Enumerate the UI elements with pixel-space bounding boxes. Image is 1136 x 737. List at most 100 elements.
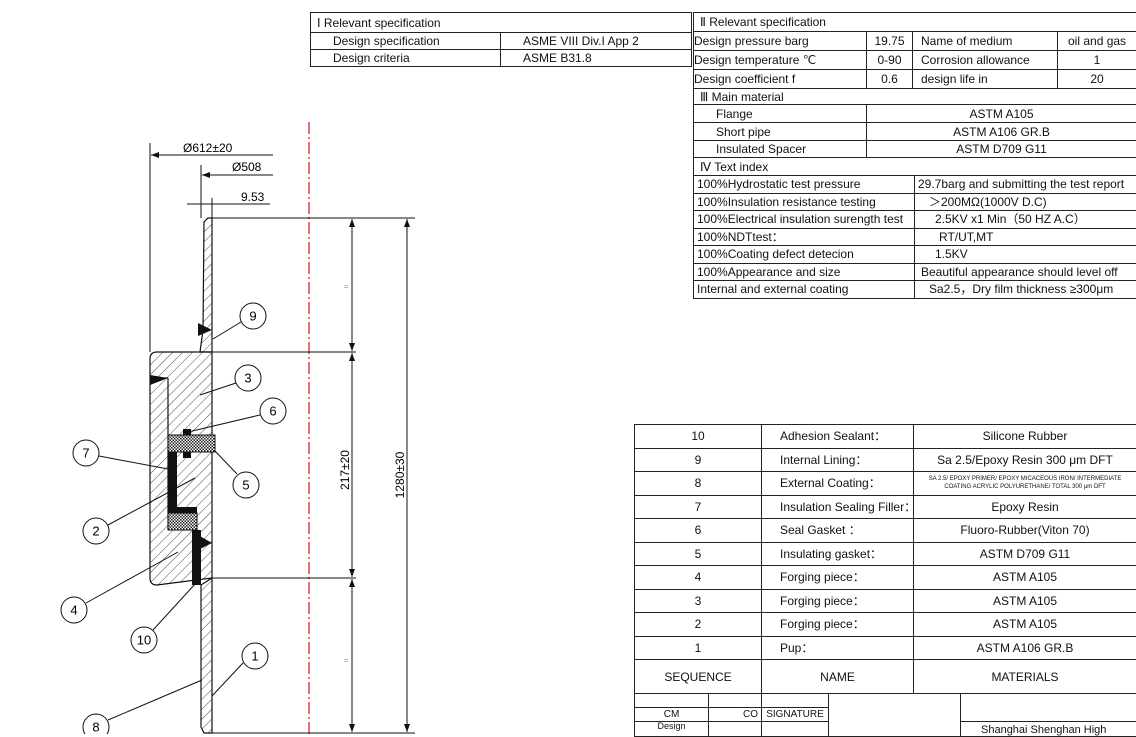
blank-cell <box>635 694 709 708</box>
signature-label: SIGNATURE <box>762 708 829 722</box>
cell: oil and gas <box>1058 32 1136 51</box>
cell: 100%Hydrostatic test pressure <box>694 176 915 194</box>
seal-gasket <box>183 452 191 458</box>
bom-material: ASTM A105 <box>914 589 1136 613</box>
balloon: 5 <box>233 472 259 498</box>
dim-outer-diameter: Ø612±20 <box>183 141 233 155</box>
insulating-gasket-lower <box>168 513 197 530</box>
pipe-lower <box>201 578 212 733</box>
cell: Design coefficient f <box>694 70 867 89</box>
balloon: 2 <box>83 518 109 544</box>
bom-sequence: 10 <box>635 425 762 449</box>
cell: Beautiful appearance should level off <box>915 263 1136 281</box>
cell: 100%NDTtest： <box>694 228 915 246</box>
relevant-specification-2-table: Ⅱ Relevant specification Design pressure… <box>693 12 1136 89</box>
cell: Sa2.5，Dry film thickness ≥300μm <box>915 281 1136 299</box>
cell: 100%Coating defect detecion <box>694 246 915 264</box>
cell: ASTM D709 G11 <box>867 141 1136 158</box>
cell: ＞200MΩ(1000V D.C) <box>915 193 1136 211</box>
text-index-table: Ⅳ Text index 100%Hydrostatic test pressu… <box>693 157 1136 299</box>
balloon: 3 <box>235 365 261 391</box>
balloon-number: 6 <box>269 404 276 419</box>
cell: 1.5KV <box>915 246 1136 264</box>
cell: Corrosion allowance <box>913 51 1058 70</box>
cm-label: CM <box>635 708 709 722</box>
blank-cell <box>709 722 762 737</box>
cell: ASTM A106 GR.B <box>867 123 1136 141</box>
bom-name: Pup： <box>762 636 914 660</box>
bom-material: Fluoro-Rubber(Viton 70) <box>914 519 1136 543</box>
bom-name: Forging piece： <box>762 566 914 590</box>
cell: Name of medium <box>913 32 1058 51</box>
bom-material: SA 2.5/ EPOXY PRIMER/ EPOXY MICACEOUS IR… <box>914 472 1136 496</box>
table-title: Ⅱ Relevant specification <box>694 13 1136 32</box>
bom-name: Forging piece： <box>762 613 914 637</box>
company-name: Shanghai Shenghan High <box>961 722 1136 737</box>
balloon-number: 4 <box>70 603 77 618</box>
bom-name: Seal Gasket ： <box>762 519 914 543</box>
balloon-number: 5 <box>242 478 249 493</box>
balloon-number: 10 <box>137 633 151 648</box>
table-title: Ⅲ Main material <box>694 89 1136 105</box>
bom-sequence: 2 <box>635 613 762 637</box>
blank-cell <box>762 694 829 708</box>
bom-sequence: 4 <box>635 566 762 590</box>
bom-material: Epoxy Resin <box>914 495 1136 519</box>
balloon: 6 <box>260 398 286 424</box>
header-sequence: SEQUENCE <box>635 660 762 694</box>
balloon: 10 <box>131 627 157 653</box>
cell: RT/UT,MT <box>915 228 1136 246</box>
flange-section-drawing: 217±20 1280±30 = = Ø612±20 Ø508 9.53 936… <box>0 0 630 734</box>
bom-material: ASTM A105 <box>914 613 1136 637</box>
balloon-number: 9 <box>249 309 256 324</box>
cell: 100%Insulation resistance testing <box>694 193 915 211</box>
bom-sequence: 3 <box>635 589 762 613</box>
bom-sequence: 5 <box>635 542 762 566</box>
balloon-number: 2 <box>92 524 99 539</box>
cell: 19.75 <box>867 32 913 51</box>
cell: 20 <box>1058 70 1136 89</box>
cell: ASTM A105 <box>867 105 1136 123</box>
cell: Internal and external coating <box>694 281 915 299</box>
equal-mark: = <box>344 282 349 291</box>
cell: design life in <box>913 70 1058 89</box>
bom-name: Insulating gasket： <box>762 542 914 566</box>
balloon-number: 7 <box>82 446 89 461</box>
cell: Short pipe <box>694 123 867 141</box>
blank-cell <box>961 694 1136 722</box>
bom-material: Silicone Rubber <box>914 425 1136 449</box>
bom-sequence: 1 <box>635 636 762 660</box>
dim-inner-diameter: Ø508 <box>232 160 262 174</box>
dim-flange-length: 217±20 <box>338 450 352 490</box>
bom-sequence: 6 <box>635 519 762 543</box>
dim-wall-thickness: 9.53 <box>241 190 265 204</box>
cell: Design pressure barg <box>694 32 867 51</box>
balloon: 8 <box>83 714 109 734</box>
bom-name: Insulation Sealing Filler： <box>762 495 914 519</box>
bom-name: External Coating： <box>762 472 914 496</box>
bom-material: Sa 2.5/Epoxy Resin 300 μm DFT <box>914 448 1136 472</box>
header-materials: MATERIALS <box>914 660 1136 694</box>
cell: 2.5KV x1 Min（50 HZ A.C） <box>915 211 1136 229</box>
table-title: Ⅳ Text index <box>694 158 1136 176</box>
bom-name: Internal Lining： <box>762 448 914 472</box>
balloon-number: 3 <box>244 371 251 386</box>
bom-sequence: 8 <box>635 472 762 496</box>
cell: 0-90 <box>867 51 913 70</box>
bom-material: ASTM D709 G11 <box>914 542 1136 566</box>
cell: 1 <box>1058 51 1136 70</box>
balloon-number: 8 <box>92 720 99 735</box>
balloon: 7 <box>73 440 99 466</box>
cell: 100%Appearance and size <box>694 263 915 281</box>
cell: 29.7barg and submitting the test report <box>915 176 1136 194</box>
